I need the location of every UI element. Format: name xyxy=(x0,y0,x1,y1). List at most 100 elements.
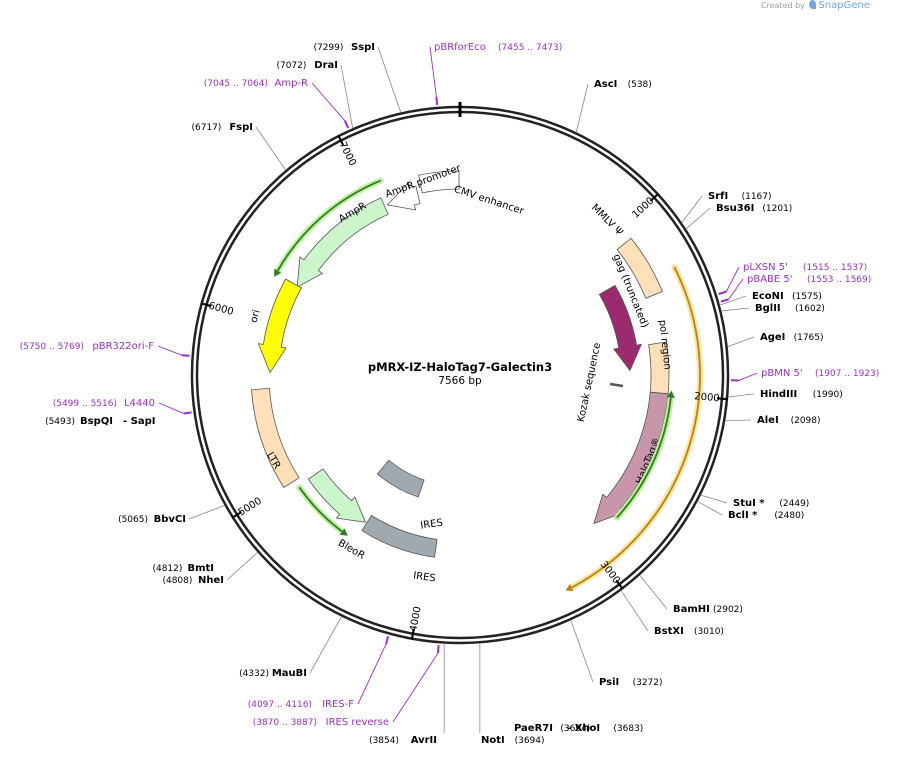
primer-plxsn-5[interactable]: pLXSN 5'(1515 .. 1537) xyxy=(718,262,868,295)
feature-bleor-shape[interactable] xyxy=(307,468,367,523)
enzyme-leader-line xyxy=(575,83,589,133)
enzyme-asci[interactable]: AscI(538) xyxy=(575,79,652,133)
enzyme-leader-line xyxy=(728,393,755,398)
feature-ires[interactable]: IRES xyxy=(376,459,444,532)
orf-halotag-arc xyxy=(616,397,672,519)
orf-bleor-arc-head xyxy=(339,528,348,536)
feature-ori-shape[interactable] xyxy=(257,278,302,374)
primer-pbabe-5[interactable]: pBABE 5'(1553 .. 1569) xyxy=(720,274,871,303)
enzyme-position: (3694) xyxy=(560,724,590,734)
primer-leader-line xyxy=(392,652,439,723)
enzyme-psii[interactable]: PsiI(3272) xyxy=(570,620,663,688)
primer-marker xyxy=(435,96,439,106)
primer-name: pBABE 5' xyxy=(747,274,793,285)
enzyme-nhei[interactable]: NheI(4808) xyxy=(162,551,258,586)
enzyme-paer7i[interactable]: PaeR7I (3694) xyxy=(514,723,590,734)
primer-pbrforeco[interactable]: pBRforEco(7455 .. 7473) xyxy=(429,42,562,106)
enzyme-leader-line xyxy=(255,126,286,171)
enzyme-agei[interactable]: AgeI(1765) xyxy=(727,332,824,348)
enzyme-hindiii[interactable]: HindIII(1990) xyxy=(728,389,843,400)
enzyme-drai[interactable]: DraI(7072) xyxy=(276,60,354,129)
tick-label: 5000 xyxy=(236,496,263,519)
enzyme-name: NotI xyxy=(481,735,505,746)
feature-ampr-shape[interactable] xyxy=(296,197,389,288)
feature-ltr[interactable]: LTR xyxy=(251,387,300,489)
tick-mark xyxy=(649,192,660,202)
enzyme-srfi[interactable]: SrfI(1167) xyxy=(681,191,772,223)
enzyme-fspi[interactable]: FspI(6717) xyxy=(191,122,286,171)
primer-leader-line xyxy=(158,402,184,414)
enzyme-name: PaeR7I xyxy=(514,723,553,734)
enzyme-bcli[interactable]: BclI *(2480) xyxy=(697,500,805,521)
feature-ltr-shape[interactable] xyxy=(251,387,300,489)
feature-ires[interactable]: IRES xyxy=(361,514,438,585)
feature-mmlv-shape[interactable] xyxy=(616,237,663,299)
enzyme-name: AleI xyxy=(757,415,779,426)
enzyme-position: (2098) xyxy=(791,416,821,426)
backbone xyxy=(190,102,730,645)
primer-pbr322ori-f[interactable]: pBR322ori-F(5750 .. 5769) xyxy=(20,341,190,357)
enzyme-alei[interactable]: AleI (2098) xyxy=(725,415,821,426)
primer-leader-line xyxy=(157,345,182,356)
enzyme-stui[interactable]: StuI *(2449) xyxy=(700,494,810,509)
feature-mmlv-label: MMLV Ψ xyxy=(589,202,625,238)
primer-l4440[interactable]: L4440 (5499 .. 5516) xyxy=(53,398,192,415)
enzyme-position: (5065) xyxy=(118,515,148,525)
feature-halotag-shape[interactable] xyxy=(593,391,669,525)
enzymes-layer: SspI(7299) AscI(538) DraI(7072)FspI(6717) S… xyxy=(45,42,843,746)
tick-label: 4000 xyxy=(408,606,423,633)
feature-ires-shape[interactable] xyxy=(376,459,425,498)
enzyme-name: PsiI xyxy=(599,677,619,688)
feature-pol-region-label: pol region xyxy=(656,319,672,370)
enzyme-econi[interactable]: EcoNI(1575) xyxy=(719,291,822,306)
feature-ampr[interactable]: AmpR xyxy=(296,197,389,288)
feature-ires-shape[interactable] xyxy=(361,514,438,558)
enzyme-sspi[interactable]: SspI(7299) xyxy=(313,42,402,113)
enzyme-position: (5493) xyxy=(45,417,75,427)
feature-ori[interactable]: ori xyxy=(249,278,302,374)
enzyme-leader-line xyxy=(620,590,649,632)
primer-name: L4440 xyxy=(124,398,155,409)
primer-pbmn-5[interactable]: pBMN 5'(1907 .. 1923) xyxy=(730,368,879,382)
feature-pol-region[interactable]: pol region xyxy=(648,319,673,395)
enzyme-name: EcoNI xyxy=(752,291,784,302)
primer-ires-f[interactable]: IRES-F(4097 .. 4116) xyxy=(248,636,390,710)
enzyme-bstxi[interactable]: BstXI(3010) xyxy=(620,590,724,637)
orf-ampr-arc xyxy=(276,179,382,272)
enzyme-position: (3854) xyxy=(369,736,399,746)
enzyme-bbvci[interactable]: BbvCI(5065) xyxy=(118,505,225,525)
enzyme-position: (1765) xyxy=(794,333,824,343)
enzyme-name: Bsu36I xyxy=(716,203,754,214)
enzyme-bglii[interactable]: BglII(1602) xyxy=(721,303,825,314)
primer-leader-line xyxy=(725,266,740,292)
enzyme-bmti[interactable]: BmtI(4812) xyxy=(152,563,214,574)
feature-gag-truncated-shape[interactable] xyxy=(598,284,643,372)
plasmid-size: 7566 bp xyxy=(438,375,482,387)
enzyme-noti[interactable]: NotI(3694) xyxy=(479,643,545,746)
feature-cmv-enhancer-shape[interactable] xyxy=(418,170,460,194)
primer-amp-r[interactable]: Amp-R(7045 .. 7064) xyxy=(204,78,350,129)
enzyme-position: (4812) xyxy=(152,564,182,574)
primer-ires-reverse[interactable]: IRES reverse(3870 .. 3887) xyxy=(253,645,440,728)
primer-name: IRES-F xyxy=(322,699,354,710)
enzyme-position: (1990) xyxy=(813,390,843,400)
primer-name: pBMN 5' xyxy=(761,368,803,379)
primer-name: IRES reverse xyxy=(326,717,389,728)
feature-bleor[interactable]: BleoR xyxy=(307,468,367,562)
enzyme-bamhi[interactable]: BamHI(2902) xyxy=(639,574,743,615)
orf-long-arc xyxy=(571,266,701,589)
enzyme-name: AvrII xyxy=(411,735,437,746)
enzyme-bsu36i[interactable]: Bsu36I(1201) xyxy=(685,203,792,230)
enzyme-bspqi[interactable]: BspQI(5493) xyxy=(45,416,113,427)
enzyme-avrii[interactable]: AvrII (3854) xyxy=(369,643,445,746)
enzyme-name: MauBI xyxy=(272,668,307,679)
primer-range: (5499 .. 5516) xyxy=(53,399,117,409)
feature-ampr-promoter-shape[interactable] xyxy=(386,182,421,211)
enzyme-sapi[interactable]: - SapI xyxy=(123,416,155,427)
enzyme-leader-line xyxy=(697,500,723,516)
orf-bleor-arc xyxy=(298,486,343,533)
enzyme-position: (1602) xyxy=(795,304,825,314)
tick-mark xyxy=(615,579,624,590)
enzyme-xhoi[interactable]: - XhoI(3683) xyxy=(567,723,643,734)
enzyme-maubi[interactable]: MauBI(4332) xyxy=(239,616,342,679)
